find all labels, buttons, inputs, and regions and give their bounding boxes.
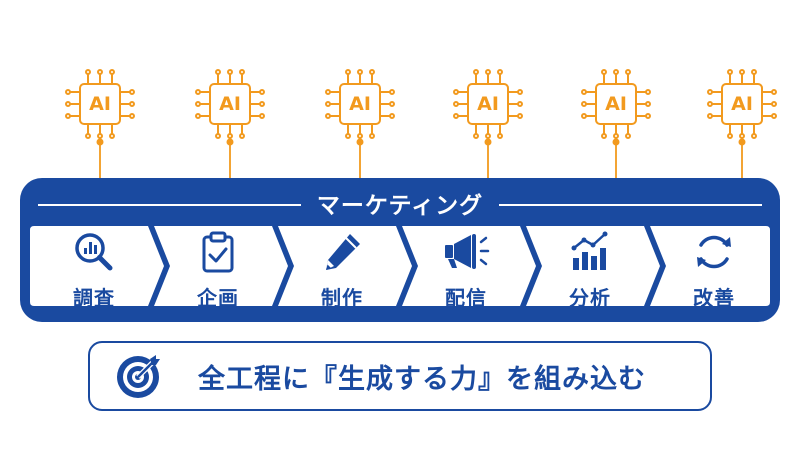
step-label-production: 制作 <box>321 286 363 310</box>
pencil-icon <box>326 234 360 270</box>
target-icon <box>117 355 160 398</box>
tagline-text: 全工程に『生成する力』を組み込む <box>198 363 646 395</box>
ai-chip-icon <box>65 69 135 178</box>
step-shape-research <box>30 226 164 306</box>
clipboard-check-icon <box>202 231 234 273</box>
step-label-analysis: 分析 <box>569 286 611 310</box>
bar-chart-trend-icon <box>571 231 608 270</box>
ai-chip-5: AI <box>578 66 654 180</box>
ai-chip-label: AI <box>477 93 499 115</box>
ai-chip-label: AI <box>731 93 753 115</box>
megaphone-icon <box>445 234 490 269</box>
magnifier-chart-icon <box>75 233 113 271</box>
step-shape-planning <box>154 226 288 306</box>
ai-chip-1: AI <box>62 66 138 180</box>
ai-chip-label: AI <box>349 93 371 115</box>
band-title-row: マーケティング <box>20 178 780 228</box>
ai-chips-row: AI AI <box>0 0 800 180</box>
ai-chip-icon <box>707 69 777 178</box>
step-planning: 企画 <box>158 230 278 310</box>
step-distribution: 配信 <box>406 230 526 310</box>
band-title: マーケティング <box>300 186 500 220</box>
step-research: 調査 <box>34 230 154 310</box>
ai-chip-4: AI <box>450 66 526 180</box>
ai-chip-icon <box>453 69 523 178</box>
ai-chip-icon <box>325 69 395 178</box>
ai-chip-label: AI <box>89 93 111 115</box>
ai-chip-icon <box>195 69 265 178</box>
ai-chip-3: AI <box>322 66 398 180</box>
step-label-distribution: 配信 <box>445 286 487 310</box>
ai-chip-6: AI <box>704 66 780 180</box>
tagline-box: 全工程に『生成する力』を組み込む <box>88 341 712 411</box>
step-analysis: 分析 <box>530 230 650 310</box>
ai-chip-label: AI <box>219 93 241 115</box>
ai-chip-icon <box>581 69 651 178</box>
ai-chip-label: AI <box>605 93 627 115</box>
step-label-improvement: 改善 <box>693 286 735 310</box>
step-improvement: 改善 <box>654 230 774 310</box>
step-production: 制作 <box>282 230 402 310</box>
step-shape-production <box>278 226 412 306</box>
step-label-planning: 企画 <box>197 286 239 310</box>
ai-chip-2: AI <box>192 66 268 180</box>
step-label-research: 調査 <box>73 286 115 310</box>
refresh-cycle-icon <box>697 235 731 269</box>
